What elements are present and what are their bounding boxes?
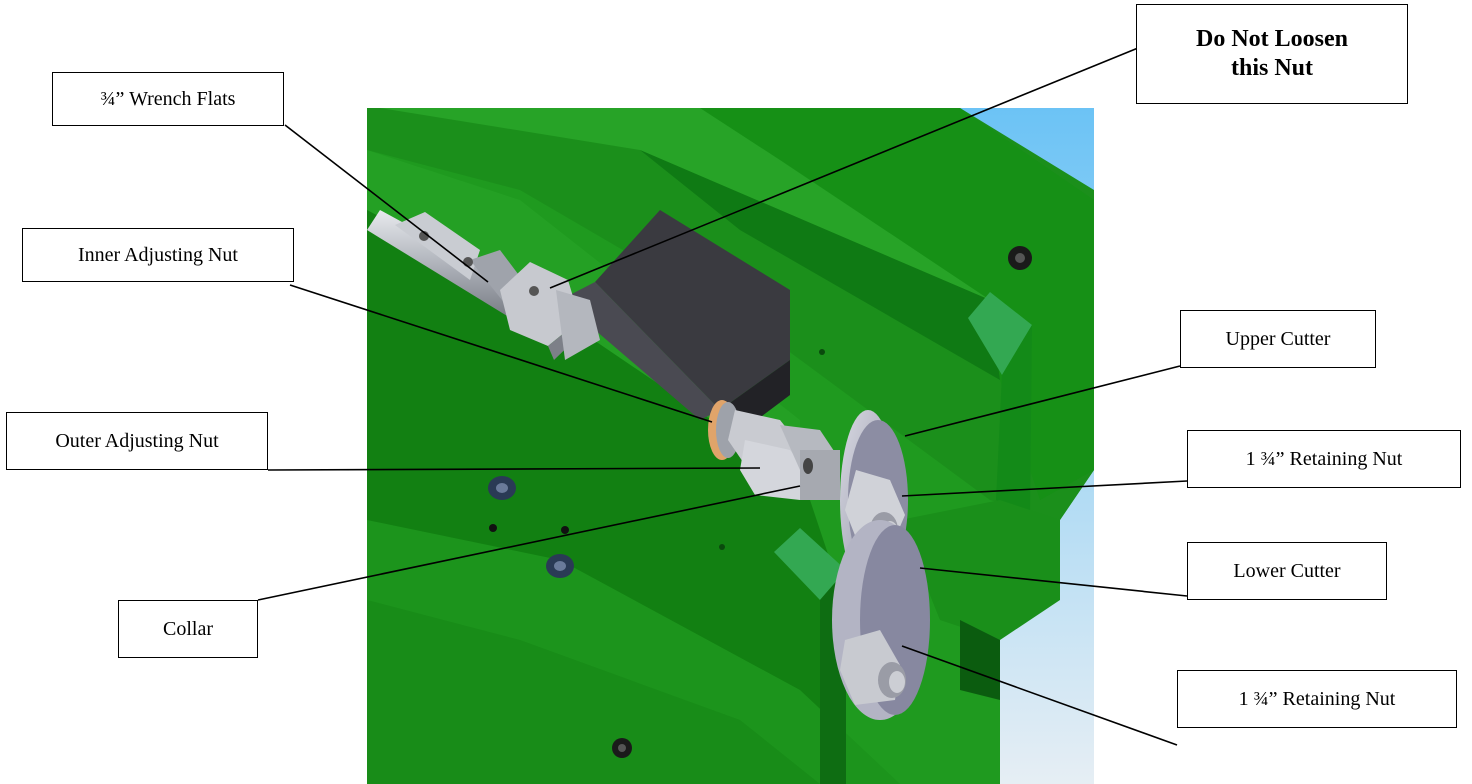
lower-block xyxy=(900,500,1060,640)
leader-inner-adjusting-nut xyxy=(289,284,713,423)
render-view xyxy=(367,108,1094,784)
screw-heads xyxy=(488,246,1032,758)
locking-nut xyxy=(500,262,600,360)
label-inner-adjusting-nut-text: Inner Adjusting Nut xyxy=(78,244,238,266)
bearing-housing xyxy=(595,210,790,410)
upper-panel xyxy=(700,108,1094,500)
label-retaining-nut-lower: 1 ¾” Retaining Nut xyxy=(1177,670,1457,728)
leader-lower-cutter xyxy=(919,567,1188,597)
leader-upper-cutter xyxy=(904,365,1181,437)
label-retaining-nut-upper-text: 1 ¾” Retaining Nut xyxy=(1245,448,1403,470)
label-inner-adjusting-nut: Inner Adjusting Nut xyxy=(22,228,294,282)
label-do-not-loosen: Do Not Loosen this Nut xyxy=(1136,4,1408,104)
label-outer-adjusting-nut: Outer Adjusting Nut xyxy=(6,412,268,470)
adjusting-nut-stack xyxy=(708,400,840,500)
label-do-not-loosen-line1: Do Not Loosen xyxy=(1195,26,1348,53)
label-retaining-nut-upper: 1 ¾” Retaining Nut xyxy=(1187,430,1461,488)
label-wrench-flats-text: ¾” Wrench Flats xyxy=(100,88,236,110)
leader-retaining-nut-upper xyxy=(901,480,1188,497)
label-lower-cutter: Lower Cutter xyxy=(1187,542,1387,600)
leader-outer-adjusting-nut xyxy=(267,467,761,471)
label-collar: Collar xyxy=(118,600,258,658)
label-do-not-loosen-line2: this Nut xyxy=(1230,55,1314,81)
label-collar-text: Collar xyxy=(163,618,213,640)
leader-lines xyxy=(257,47,1188,746)
label-outer-adjusting-nut-text: Outer Adjusting Nut xyxy=(55,430,219,452)
lower-cutter-disc xyxy=(832,520,930,720)
right-pad xyxy=(968,292,1032,375)
leader-do-not-loosen xyxy=(549,47,1139,289)
leader-collar xyxy=(257,485,801,601)
label-lower-cutter-text: Lower Cutter xyxy=(1233,560,1341,582)
label-upper-cutter: Upper Cutter xyxy=(1180,310,1376,368)
front-pad xyxy=(774,528,846,600)
label-upper-cutter-text: Upper Cutter xyxy=(1225,328,1331,350)
leader-retaining-nut-lower xyxy=(901,645,1178,746)
label-retaining-nut-lower-text: 1 ¾” Retaining Nut xyxy=(1238,688,1396,710)
label-wrench-flats: ¾” Wrench Flats xyxy=(52,72,284,126)
leader-wrench-flats xyxy=(284,124,489,283)
